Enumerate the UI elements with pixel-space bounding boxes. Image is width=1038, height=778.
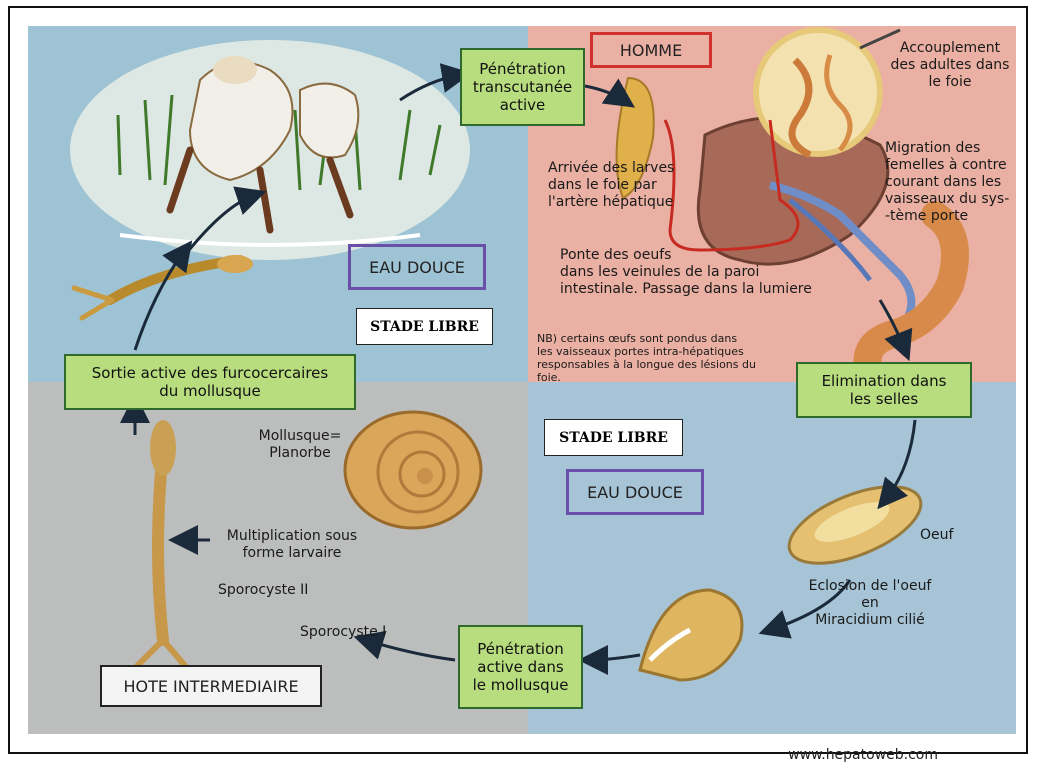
- adult-worms-magnifier: [756, 30, 900, 155]
- free-stage-label-top: STADE LIBRE: [356, 308, 493, 345]
- rice-field-illustration: [70, 40, 470, 260]
- label-hatching: Eclosion de l'oeuf en Miracidium cilié: [770, 578, 970, 629]
- label-egg: Oeuf: [920, 527, 980, 544]
- label-nb-note: NB) certains œufs sont pondus dans les v…: [537, 332, 797, 384]
- label-female-migration: Migration des femelles à contre courant …: [885, 140, 1025, 225]
- step-elimination: Elimination dans les selles: [796, 362, 972, 418]
- label-egg-laying: Ponte des oeufs dans les veinules de la …: [560, 247, 830, 298]
- label-snail: Mollusque= Planorbe: [245, 428, 355, 462]
- label-adult-mating: Accouplement des adultes dans le foie: [880, 40, 1020, 91]
- host-label-intermediate: HOTE INTERMEDIAIRE: [100, 665, 322, 707]
- footer-url: www.hepatoweb.com: [788, 747, 938, 763]
- free-stage-label-bottom: STADE LIBRE: [544, 419, 683, 456]
- step-transcutaneous-penetration: Pénétration transcutanée active: [460, 48, 585, 126]
- miracidium-illustration: [640, 590, 742, 680]
- env-label-fresh-water-top: EAU DOUCE: [348, 244, 486, 290]
- step-mollusc-penetration: Pénétration active dans le mollusque: [458, 625, 583, 709]
- step-cercaria-exit: Sortie active des furcocercaires du moll…: [64, 354, 356, 410]
- label-larval-multiplication: Multiplication sous forme larvaire: [212, 528, 372, 562]
- planorbe-snail-illustration: [345, 412, 481, 528]
- label-sporocyst-1: Sporocyste I: [300, 624, 410, 641]
- sporocyst-illustration: [133, 420, 193, 675]
- label-sporocyst-2: Sporocyste II: [218, 582, 338, 599]
- env-label-fresh-water-bottom: EAU DOUCE: [566, 469, 704, 515]
- host-label-human: HOMME: [590, 32, 712, 68]
- egg-illustration: [779, 471, 931, 579]
- label-larvae-arrival: Arrivée des larves dans le foie par l'ar…: [548, 160, 698, 211]
